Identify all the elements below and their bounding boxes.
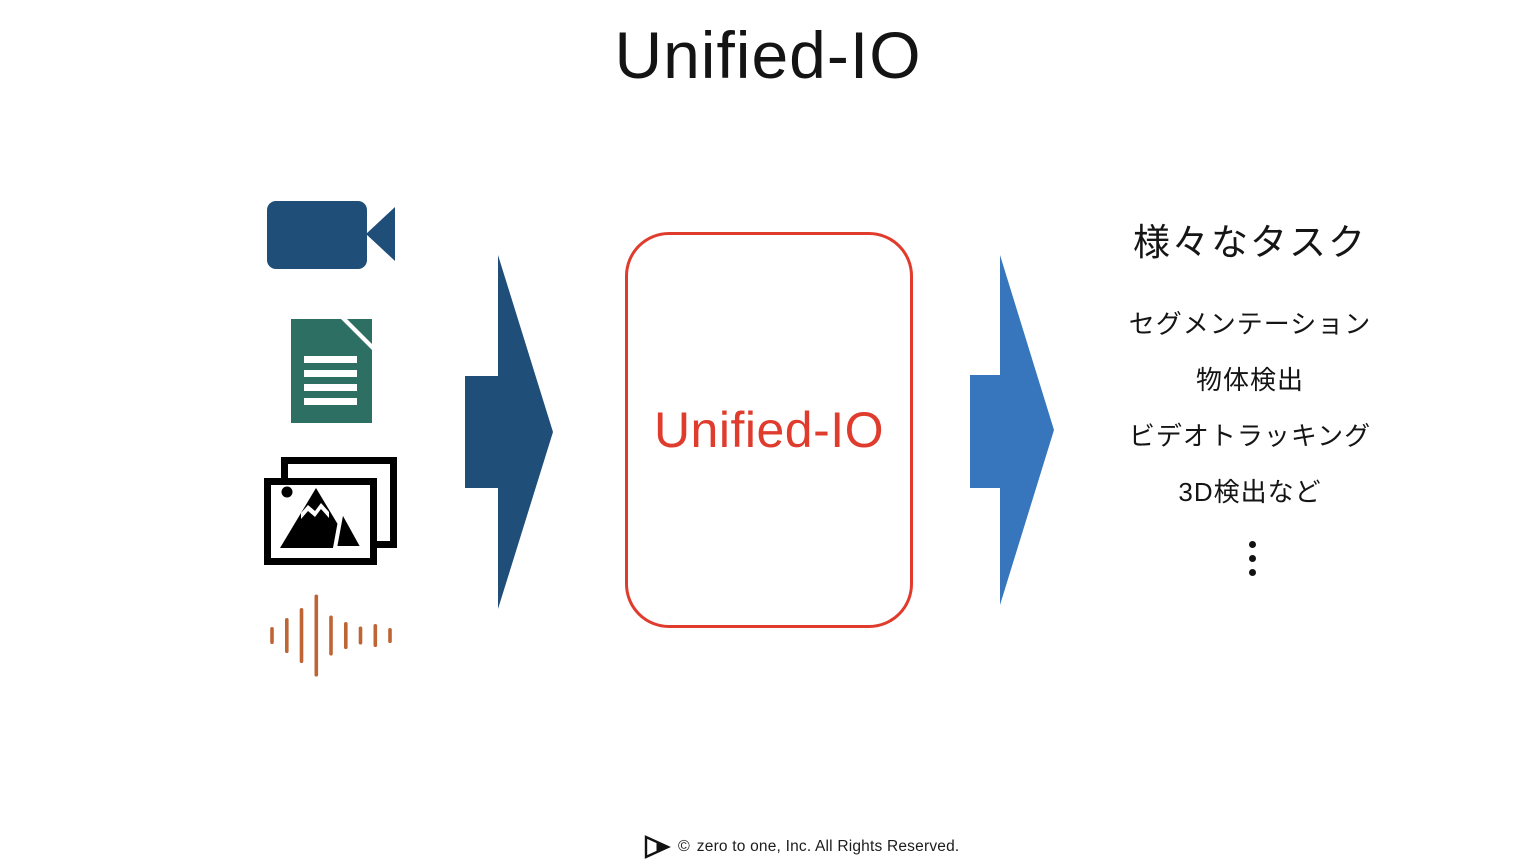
task-item-segmentation: セグメンテーション [1128, 309, 1372, 339]
copyright-text: zero to one, Inc. All Rights Reserved. [696, 838, 960, 855]
arrow-right-icon-right [970, 255, 1054, 605]
footer: © zero to one, Inc. All Rights Reserved. [644, 834, 959, 860]
vertical-ellipsis-icon [1249, 541, 1256, 576]
tasks-heading: 様々なタスク [1133, 222, 1367, 263]
audio-waveform-icon [266, 594, 392, 677]
arrow-right-icon-left [465, 255, 553, 609]
model-box-label: Unified-IO [653, 402, 885, 458]
video-camera-icon [267, 199, 395, 271]
task-item-object-detection: 物体検出 [1195, 365, 1304, 395]
tasks-list: セグメンテーション 物体検出 ビデオトラッキング 3D検出など [1050, 296, 1450, 520]
images-icon [259, 453, 400, 567]
task-item-video-tracking: ビデオトラッキング [1128, 421, 1372, 451]
zero-to-one-logo-icon [644, 835, 671, 859]
document-icon [291, 319, 373, 423]
model-box: Unified-IO [625, 232, 913, 628]
page-title: Unified-IO [614, 18, 922, 92]
copyright-symbol: © [678, 838, 690, 855]
task-item-3d-detection: 3D検出など [1178, 477, 1322, 507]
